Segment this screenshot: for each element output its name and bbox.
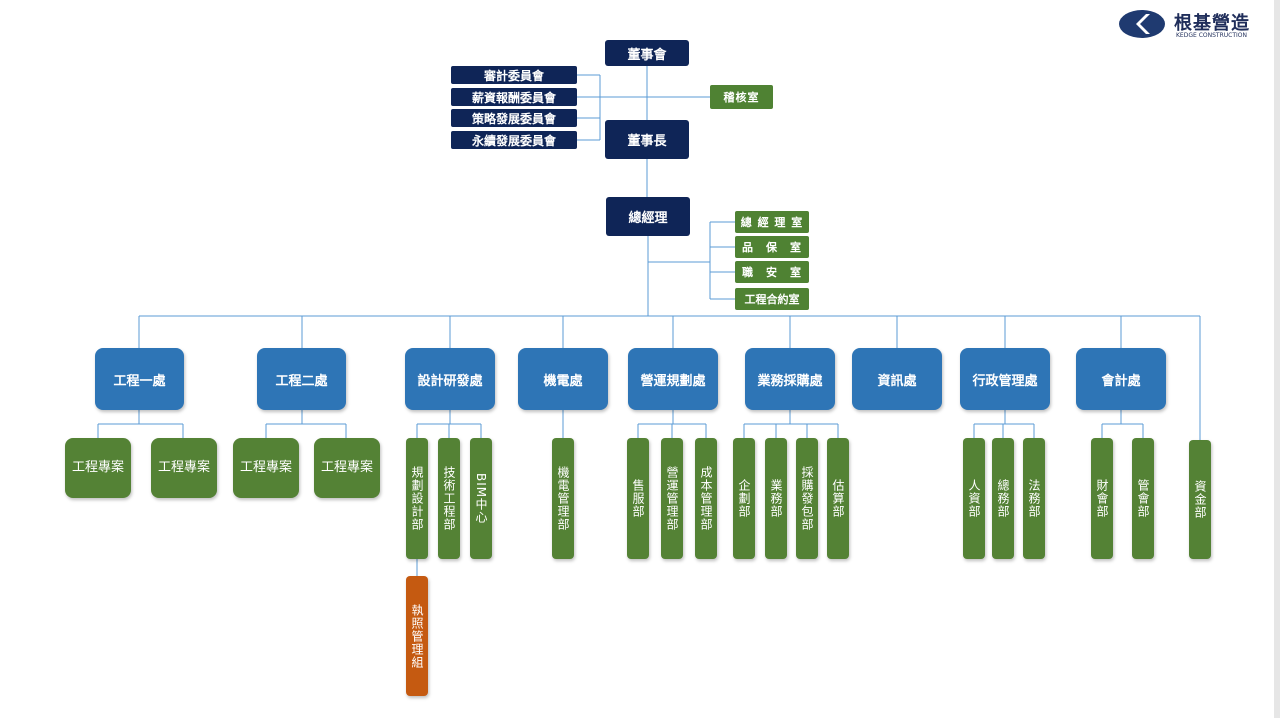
kedge-logo-icon (1119, 10, 1165, 38)
office-quality: 品 保 室 (735, 236, 809, 258)
mech-management-dept: 機電管理部 (552, 438, 574, 559)
division-eng1: 工程一處 (95, 348, 184, 410)
biz-sales-dept: 業務部 (765, 438, 787, 559)
acct-management-dept: 管會部 (1132, 438, 1154, 559)
committee-audit: 審計委員會 (451, 66, 577, 84)
ops-cost-dept: 成本管理部 (695, 438, 717, 559)
division-operations: 營運規劃處 (628, 348, 718, 410)
division-eng2: 工程二處 (257, 348, 346, 410)
company-logo: 根基營造 KEDGE CONSTRUCTION (1118, 8, 1268, 42)
eng1-project-1: 工程專案 (65, 438, 131, 498)
committee-strategy: 策略發展委員會 (451, 109, 577, 127)
president: 總經理 (606, 197, 690, 236)
biz-planning-dept: 企劃部 (733, 438, 755, 559)
logo-name-en: KEDGE CONSTRUCTION (1176, 32, 1247, 39)
treasury-dept: 資金部 (1189, 440, 1211, 559)
admin-general-affairs-dept: 總務部 (992, 438, 1014, 559)
office-president: 總 經 理 室 (735, 211, 809, 233)
division-accounting: 會計處 (1076, 348, 1166, 410)
office-contracts: 工程合約室 (735, 288, 809, 310)
admin-hr-dept: 人資部 (963, 438, 985, 559)
ops-management-dept: 營運管理部 (661, 438, 683, 559)
division-admin: 行政管理處 (960, 348, 1050, 410)
eng2-project-1: 工程專案 (233, 438, 299, 498)
eng2-project-2: 工程專案 (314, 438, 380, 498)
design-bim-center: BIM中心 (470, 438, 492, 559)
chairman: 董事長 (605, 120, 689, 159)
committee-compensation: 薪資報酬委員會 (451, 88, 577, 106)
design-planning-dept: 規劃設計部 (406, 438, 428, 559)
division-business-procurement: 業務採購處 (745, 348, 835, 410)
committee-sustainability: 永續發展委員會 (451, 131, 577, 149)
right-edge-strip (1274, 0, 1280, 718)
admin-legal-dept: 法務部 (1023, 438, 1045, 559)
biz-estimation-dept: 估算部 (827, 438, 849, 559)
acct-financial-dept: 財會部 (1091, 438, 1113, 559)
design-technical-dept: 技術工程部 (438, 438, 460, 559)
division-design-rd: 設計研發處 (405, 348, 495, 410)
board-of-directors: 董事會 (605, 40, 689, 66)
license-management-group: 執照管理組 (406, 576, 428, 696)
division-it: 資訊處 (852, 348, 942, 410)
office-safety: 職 安 室 (735, 261, 809, 283)
logo-name-cn: 根基營造 (1174, 13, 1250, 34)
eng1-project-2: 工程專案 (151, 438, 217, 498)
division-mech-elec: 機電處 (518, 348, 608, 410)
ops-after-sales-dept: 售服部 (627, 438, 649, 559)
audit-office: 稽核室 (710, 85, 773, 109)
biz-procurement-dept: 採購發包部 (796, 438, 818, 559)
